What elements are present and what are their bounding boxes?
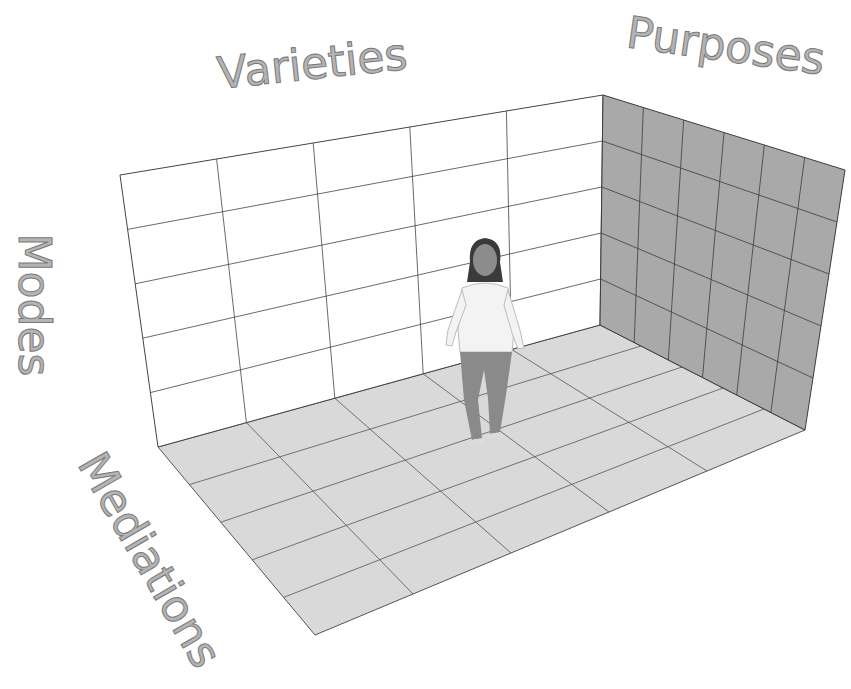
- grid-line: [602, 141, 837, 222]
- grid-line: [512, 349, 707, 471]
- grid-line: [246, 423, 413, 594]
- grid-line: [703, 133, 725, 378]
- left-arm: [446, 290, 466, 346]
- grid-line: [335, 398, 511, 553]
- grid-line: [313, 143, 335, 398]
- right-wall: [600, 95, 845, 430]
- grid-line: [284, 409, 764, 597]
- pants: [460, 352, 512, 440]
- axis-label: Varieties: [215, 32, 409, 96]
- grid-line: [423, 374, 609, 512]
- grid-line: [601, 279, 813, 378]
- grid-line: [128, 141, 603, 229]
- grid-line: [602, 187, 829, 274]
- grid-line: [410, 127, 423, 374]
- grid-line: [668, 120, 683, 360]
- right-wall-face: [600, 95, 845, 430]
- grid-line: [634, 108, 643, 343]
- left-foot: [470, 439, 484, 445]
- right-foot: [488, 433, 502, 439]
- back-wall: [120, 95, 603, 447]
- right-arm: [504, 290, 524, 349]
- grid-line: [143, 233, 601, 338]
- grid-line: [601, 233, 821, 326]
- head: [473, 244, 497, 276]
- person-figure: [446, 238, 524, 445]
- back-wall-face: [120, 95, 603, 447]
- shirt: [458, 283, 514, 352]
- axis-label: Modes: [12, 234, 56, 377]
- grid-line: [737, 145, 765, 395]
- grid-line: [150, 279, 600, 393]
- grid-line: [771, 158, 805, 413]
- room-walls: [120, 95, 845, 635]
- grid-line: [135, 187, 602, 284]
- axis-label: Purposes: [624, 10, 828, 81]
- grid-line: [217, 159, 247, 423]
- hair: [467, 238, 503, 282]
- grid-line: [252, 388, 723, 560]
